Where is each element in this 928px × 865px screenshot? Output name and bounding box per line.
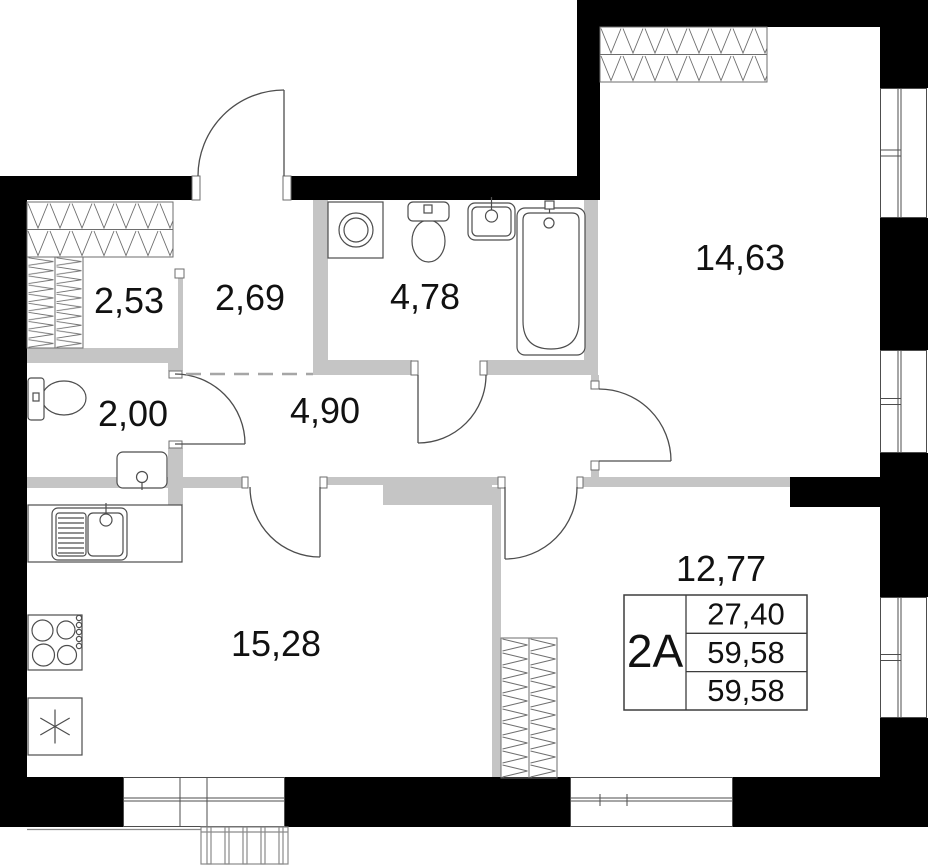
washing-machine-icon [327, 201, 384, 259]
door-arc-icon [417, 374, 487, 444]
room-labels: 2,53 2,69 4,78 2,00 4,90 14,63 15,28 12,… [94, 237, 785, 664]
room-label-bedroom: 14,63 [695, 237, 785, 278]
door-arc-icon [249, 486, 321, 558]
exterior-walls [0, 0, 928, 827]
wardrobe-icon [500, 637, 558, 779]
table-value: 27,40 [707, 597, 785, 632]
info-table: 2А 27,40 59,58 59,58 [623, 594, 808, 711]
window-icon [880, 88, 927, 218]
wardrobe-icon [26, 201, 174, 258]
room-label-wc: 2,00 [98, 393, 168, 434]
room-label-kitchen-living: 15,28 [231, 623, 321, 664]
room-label-entry-hall: 2,69 [215, 277, 285, 318]
door-arc-icon [598, 388, 672, 462]
toilet-icon [407, 201, 450, 263]
room-label-bedroom-2: 12,77 [676, 548, 766, 589]
window-icon [570, 777, 733, 827]
toilet-icon [27, 377, 87, 421]
door-arc-icon [504, 486, 578, 560]
sink-icon [116, 451, 168, 490]
door-arc-icon [197, 89, 285, 177]
stove-icon [27, 614, 83, 671]
table-value: 59,58 [707, 673, 785, 708]
fridge-icon [27, 697, 83, 756]
balcony-railing-icon [27, 826, 289, 865]
sink-icon [467, 197, 516, 241]
unit-label: 2А [627, 625, 684, 677]
room-label-corridor: 4,90 [290, 390, 360, 431]
door-jambs [168, 175, 600, 489]
kitchen-sink-icon [51, 503, 128, 561]
room-label-closet: 2,53 [94, 280, 164, 321]
bathtub-icon [516, 200, 586, 356]
window-icon [880, 597, 927, 718]
wardrobe-icon [26, 256, 84, 349]
door-arc-icon [174, 373, 246, 445]
room-label-bathroom: 4,78 [390, 276, 460, 317]
table-value: 59,58 [707, 635, 785, 670]
interior-partitions [27, 200, 790, 777]
window-icon [880, 350, 927, 453]
wardrobe-icon [599, 26, 768, 83]
